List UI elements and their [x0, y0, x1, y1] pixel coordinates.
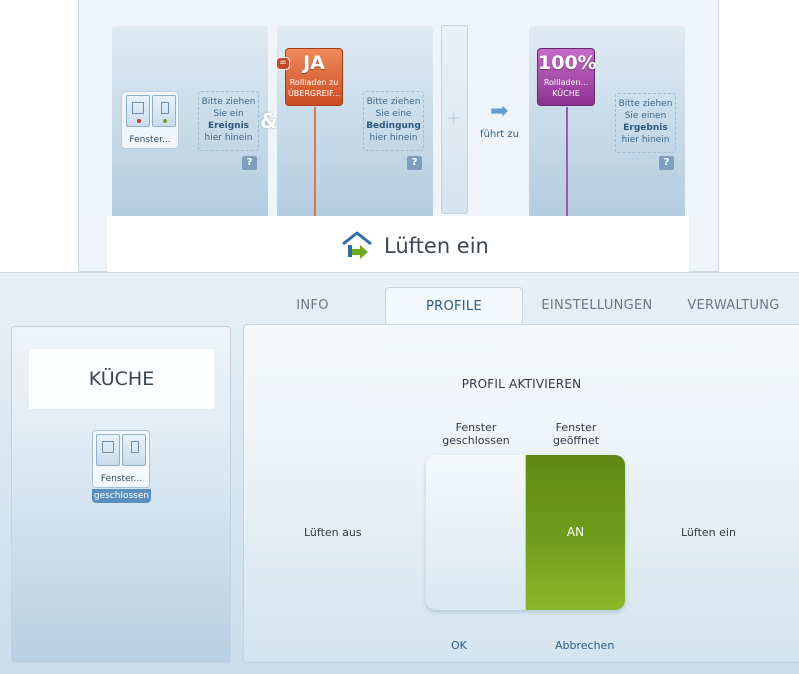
plus-icon: + [446, 108, 462, 129]
room-name: KÜCHE [88, 368, 155, 390]
drop-hint-keyword: Ergebnis [623, 123, 668, 133]
arrow-right-icon: ➡ [490, 99, 509, 124]
help-icon[interactable]: ? [659, 156, 674, 170]
window-closed-icon [126, 95, 150, 127]
state-open-line2: geöffnet [552, 434, 600, 447]
drop-hint-line: Sie einen [624, 111, 667, 121]
drop-hint-line: Bitte ziehen [201, 97, 256, 107]
status-dot-green [163, 119, 167, 123]
drop-hint-keyword: Bedingung [366, 121, 421, 131]
help-icon[interactable]: ? [242, 156, 257, 170]
result-connector-line [566, 107, 568, 216]
drop-hint-line: hier hinein [204, 133, 253, 143]
drop-hint-keyword: Ereignis [207, 121, 250, 131]
cancel-button[interactable]: Abbrechen [555, 639, 615, 652]
condition-column[interactable]: Bitte ziehen Sie eine Bedingung hier hin… [277, 26, 433, 216]
condition-line1: Rollladen zu [289, 78, 339, 87]
rule-title-bar: Lüften ein [107, 216, 689, 272]
condition-tile[interactable]: JA Rollladen zu ÜBERGREIF... [285, 48, 343, 106]
profile-toggle[interactable]: AN [426, 455, 625, 610]
window-sensor-icon [92, 430, 150, 488]
result-value: 100% [538, 52, 597, 74]
toggle-on-label: AN [566, 525, 585, 539]
help-icon[interactable]: ? [407, 156, 422, 170]
state-closed-line1: Fenster [455, 421, 497, 434]
condition-value: JA [303, 52, 325, 74]
tab-administration[interactable]: VERWALTUNG [687, 298, 780, 313]
device-card[interactable]: Fenster... geschlossen [92, 430, 151, 503]
profile-heading: PROFIL AKTIVIEREN [461, 377, 582, 391]
result-line1: Rollladen... [543, 78, 589, 87]
add-column-button[interactable] [441, 25, 468, 214]
room-header: KÜCHE [29, 349, 214, 409]
on-description: Lüften ein [681, 526, 736, 539]
house-arrow-icon [342, 231, 372, 259]
condition-connector-line [314, 107, 316, 216]
leads-to-label: führt zu [480, 129, 519, 140]
ok-button[interactable]: OK [451, 639, 467, 652]
state-open-label: Fenster geöffnet [527, 421, 625, 447]
tab-info[interactable]: INFO [296, 298, 329, 313]
event-column[interactable]: Fenster... Bitte ziehen Sie ein Ereignis… [112, 26, 268, 216]
result-drop-zone[interactable]: Bitte ziehen Sie einen Ergebnis hier hin… [615, 93, 676, 153]
state-closed-line2: geschlossen [442, 434, 510, 447]
status-dot-red [137, 119, 141, 123]
tab-settings[interactable]: EINSTELLUNGEN [541, 298, 653, 313]
and-connector: & [260, 109, 278, 133]
tab-profile[interactable]: PROFILE [385, 287, 523, 324]
device-label: Fenster... [100, 474, 143, 484]
drop-hint-line: Sie ein [213, 109, 244, 119]
drop-hint-line: Bitte ziehen [618, 99, 673, 109]
room-sidebar: KÜCHE Fenster... geschlossen [11, 326, 231, 663]
drop-hint-line: hier hinein [621, 135, 670, 145]
event-device-label: Fenster... [129, 135, 171, 145]
profile-area: INFO PROFILE EINSTELLUNGEN VERWALTUNG KÜ… [0, 272, 799, 674]
event-drop-zone[interactable]: Bitte ziehen Sie ein Ereignis hier hinei… [198, 91, 259, 151]
condition-line2: ÜBERGREIF... [287, 89, 341, 98]
off-description: Lüften aus [304, 526, 362, 539]
profile-panel: PROFIL AKTIVIEREN Fenster geschlossen Fe… [243, 324, 799, 663]
drop-hint-line: Sie eine [375, 109, 412, 119]
state-closed-label: Fenster geschlossen [427, 421, 525, 447]
drop-hint-line: Bitte ziehen [366, 97, 421, 107]
condition-drop-zone[interactable]: Bitte ziehen Sie eine Bedingung hier hin… [363, 91, 424, 151]
window-open-icon [152, 95, 176, 127]
toggle-off-side[interactable] [426, 455, 526, 610]
equals-badge[interactable]: = [276, 57, 290, 70]
result-tile[interactable]: 100% Rollladen... KÜCHE [537, 48, 597, 106]
state-open-line1: Fenster [555, 421, 597, 434]
drop-hint-line: hier hinein [369, 133, 418, 143]
rule-editor-panel: Fenster... Bitte ziehen Sie ein Ereignis… [78, 0, 719, 272]
rule-title: Lüften ein [384, 234, 489, 258]
device-status-badge: geschlossen [92, 489, 151, 503]
result-line2: KÜCHE [552, 89, 580, 98]
event-device-card[interactable]: Fenster... [121, 91, 179, 149]
toggle-on-side[interactable]: AN [526, 455, 625, 610]
